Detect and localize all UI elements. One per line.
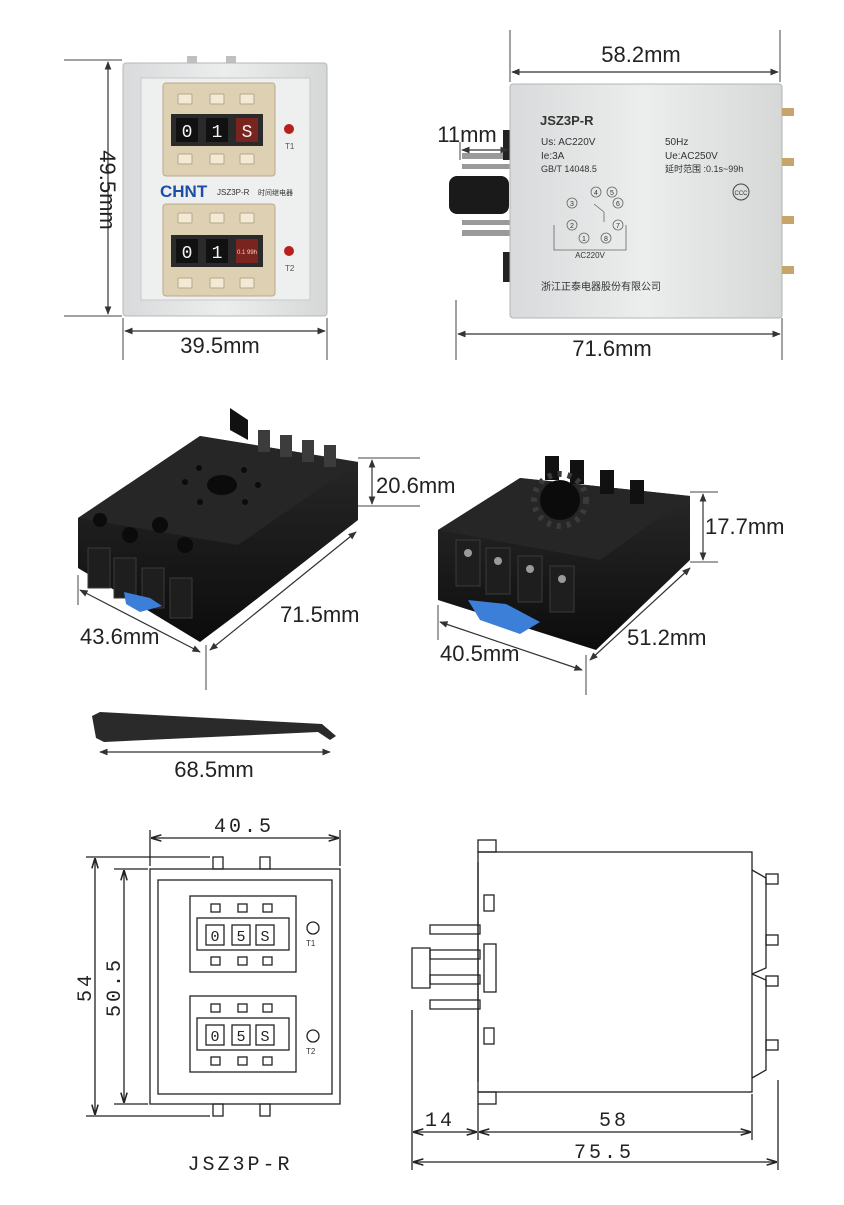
socket-square-photo	[438, 456, 690, 650]
retaining-clip-photo: 68.5mm	[92, 712, 336, 782]
dial-unit	[236, 118, 258, 142]
front-model-cn: 时间继电器	[258, 188, 293, 197]
spec-standard: GB/T 14048.5	[541, 164, 597, 174]
front-photo-dimensions: 49.5mm 39.5mm	[64, 59, 328, 360]
top-dial-digit-1: 0	[182, 123, 193, 143]
socket-b-height-label: 17.7mm	[705, 514, 784, 539]
drawing-bottom-unit: S	[260, 1029, 269, 1046]
drawing-inner-height-label: 50.5	[104, 957, 127, 1017]
front-model: JSZ3P-R	[217, 188, 250, 197]
drawing-bottom-digit-2: 5	[236, 1029, 245, 1046]
bottom-dial-digit-1: 0	[182, 244, 193, 264]
spec-us: Us: AC220V	[541, 137, 596, 148]
wiring-voltage: AC220V	[575, 251, 605, 260]
pin-3: 3	[570, 201, 574, 208]
drawing-led-t1-icon	[306, 921, 320, 935]
drawing-caption: JSZ3P-R	[187, 1154, 292, 1177]
drawing-led-t2-label: T2	[306, 1047, 316, 1056]
pin-6: 6	[616, 201, 620, 208]
drawing-width-label: 40.5	[214, 816, 274, 839]
front-height-label: 49.5mm	[95, 150, 120, 229]
side-view-drawing	[411, 839, 779, 1105]
side-total-label: 71.6mm	[572, 336, 651, 361]
drawing-pin-label: 14	[425, 1110, 455, 1133]
pin-5: 5	[610, 190, 614, 197]
spec-freq: 50Hz	[665, 137, 688, 148]
brand-logo: CHNT	[160, 182, 208, 201]
led-t2-icon	[284, 246, 294, 256]
front-view-photo: 0 1 S CHNT JSZ3P-R 时间继电器 0 1 0.1 99h T1 …	[122, 56, 328, 317]
front-view-drawing: 0 5 S T1 0 5 S T2	[149, 856, 341, 1117]
socket-a-dimensions: 20.6mm 71.5mm 43.6mm	[77, 457, 455, 690]
front-drawing-dimensions: 40.5 54 50.5 JSZ3P-R	[75, 816, 341, 1177]
socket-b-length-label: 51.2mm	[627, 625, 706, 650]
drawing-top-digit-2: 5	[236, 929, 245, 946]
ccc-mark-icon	[732, 183, 750, 201]
drawing-body-label: 58	[599, 1110, 629, 1133]
led-label-t1: T1	[285, 142, 295, 151]
top-dial-unit: S	[242, 123, 253, 143]
pin-length-label: 11mm	[437, 122, 497, 147]
top-dial-digit-2: 1	[212, 123, 223, 143]
spec-ue: Ue:AC250V	[665, 151, 718, 162]
front-width-label: 39.5mm	[180, 333, 259, 358]
drawing-outer-height-label: 54	[75, 972, 98, 1002]
drawing-led-t2-icon	[306, 1029, 320, 1043]
side-depth-label: 58.2mm	[601, 42, 680, 67]
drawing-total-label: 75.5	[574, 1142, 634, 1165]
socket-a-length-label: 71.5mm	[280, 602, 359, 627]
led-t1-icon	[284, 124, 294, 134]
side-photo-dimensions: 58.2mm 11mm 71.6mm	[437, 30, 783, 361]
cert-mark: CCC	[735, 191, 749, 197]
spec-range: 延时范围 :0.1s~99h	[665, 163, 743, 174]
dial-digit-2	[206, 118, 228, 142]
side-model: JSZ3P-R	[540, 113, 594, 128]
pin-4: 4	[594, 190, 598, 197]
bottom-dial-range: 0.1 99h	[237, 250, 257, 256]
bottom-dial-digit-2: 1	[212, 244, 223, 264]
pin-7: 7	[616, 223, 620, 230]
led-label-t2: T2	[285, 264, 295, 273]
spec-ie: Ie:3A	[541, 151, 565, 162]
socket-b-width-label: 40.5mm	[440, 641, 519, 666]
socket-a-width-label: 43.6mm	[80, 624, 159, 649]
socket-b-dimensions: 17.7mm 51.2mm 40.5mm	[437, 491, 784, 695]
socket-a-height-label: 20.6mm	[376, 473, 455, 498]
pin-2: 2	[570, 223, 574, 230]
side-view-photo: JSZ3P-R Us: AC220V Ie:3A GB/T 14048.5 50…	[449, 83, 794, 319]
clip-length-label: 68.5mm	[174, 757, 253, 782]
wiring-diagram	[553, 186, 627, 251]
drawing-bottom-digit-1: 0	[210, 1029, 219, 1046]
side-drawing-dimensions: 14 58 75.5	[411, 1010, 779, 1170]
dial-digit-1	[176, 118, 198, 142]
pin-8: 8	[604, 236, 608, 243]
drawing-top-digit-1: 0	[210, 929, 219, 946]
drawing-led-t1-label: T1	[306, 939, 316, 948]
pin-1: 1	[582, 236, 586, 243]
manufacturer-name: 浙江正泰电器股份有限公司	[541, 280, 661, 293]
drawing-top-unit: S	[260, 929, 269, 946]
